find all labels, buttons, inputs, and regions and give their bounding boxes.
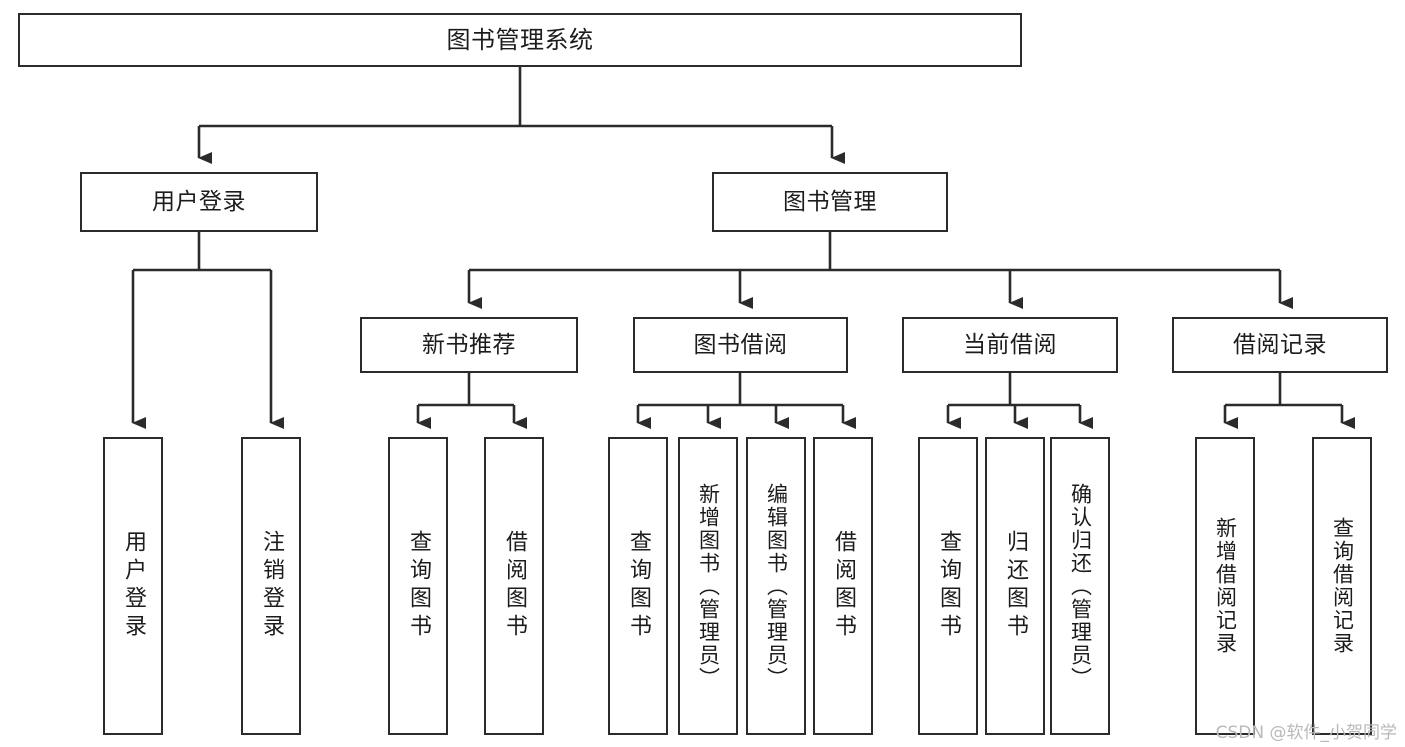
node-leaf-query-book-3[interactable]: 查询图书 bbox=[918, 437, 978, 735]
node-leaf-edit-book[interactable]: 编辑图书（管理员） bbox=[746, 437, 806, 735]
node-leaf-query-book-1[interactable]: 查询图书 bbox=[388, 437, 448, 735]
node-book-manage-label: 图书管理 bbox=[783, 188, 877, 215]
node-leaf-query-book-2[interactable]: 查询图书 bbox=[608, 437, 668, 735]
node-leaf-user-logout[interactable]: 注销登录 bbox=[241, 437, 301, 735]
node-leaf-add-record[interactable]: 新增借阅记录 bbox=[1195, 437, 1255, 735]
node-book-manage[interactable]: 图书管理 bbox=[712, 172, 948, 232]
node-leaf-add-book-label: 新增图书（管理员） bbox=[696, 482, 721, 690]
node-leaf-return-book[interactable]: 归还图书 bbox=[985, 437, 1045, 735]
node-borrow-record[interactable]: 借阅记录 bbox=[1172, 317, 1388, 373]
node-leaf-user-login-label: 用户登录 bbox=[121, 530, 146, 642]
node-leaf-user-logout-label: 注销登录 bbox=[259, 530, 284, 642]
node-leaf-borrow-book-2-label: 借阅图书 bbox=[831, 530, 856, 642]
node-leaf-add-record-label: 新增借阅记录 bbox=[1213, 517, 1238, 655]
node-current-borrow[interactable]: 当前借阅 bbox=[902, 317, 1118, 373]
node-leaf-return-book-label: 归还图书 bbox=[1003, 530, 1028, 642]
node-leaf-borrow-book-1-label: 借阅图书 bbox=[502, 530, 527, 642]
node-book-borrow-label: 图书借阅 bbox=[693, 331, 788, 358]
node-new-book-rec-label: 新书推荐 bbox=[422, 331, 516, 358]
node-leaf-borrow-book-1[interactable]: 借阅图书 bbox=[484, 437, 544, 735]
node-leaf-borrow-book-2[interactable]: 借阅图书 bbox=[813, 437, 873, 735]
node-leaf-query-book-1-label: 查询图书 bbox=[406, 530, 431, 642]
node-leaf-add-book[interactable]: 新增图书（管理员） bbox=[678, 437, 738, 735]
csdn-watermark: CSDN @软件_小贺同学 bbox=[1215, 723, 1397, 743]
node-leaf-query-book-3-label: 查询图书 bbox=[936, 530, 961, 642]
node-leaf-edit-book-label: 编辑图书（管理员） bbox=[764, 482, 789, 690]
node-leaf-query-record[interactable]: 查询借阅记录 bbox=[1312, 437, 1372, 735]
node-root-label: 图书管理系统 bbox=[446, 26, 594, 54]
node-book-borrow[interactable]: 图书借阅 bbox=[633, 317, 848, 373]
node-user-login[interactable]: 用户登录 bbox=[80, 172, 318, 232]
node-borrow-record-label: 借阅记录 bbox=[1233, 331, 1327, 358]
node-current-borrow-label: 当前借阅 bbox=[963, 331, 1057, 358]
node-root[interactable]: 图书管理系统 bbox=[18, 13, 1022, 67]
node-user-login-label: 用户登录 bbox=[152, 188, 246, 215]
node-leaf-query-book-2-label: 查询图书 bbox=[626, 530, 651, 642]
node-leaf-confirm-return[interactable]: 确认归还（管理员） bbox=[1050, 437, 1110, 735]
node-leaf-user-login[interactable]: 用户登录 bbox=[103, 437, 163, 735]
node-new-book-rec[interactable]: 新书推荐 bbox=[360, 317, 578, 373]
node-leaf-confirm-return-label: 确认归还（管理员） bbox=[1068, 482, 1093, 690]
node-leaf-query-record-label: 查询借阅记录 bbox=[1330, 517, 1355, 655]
